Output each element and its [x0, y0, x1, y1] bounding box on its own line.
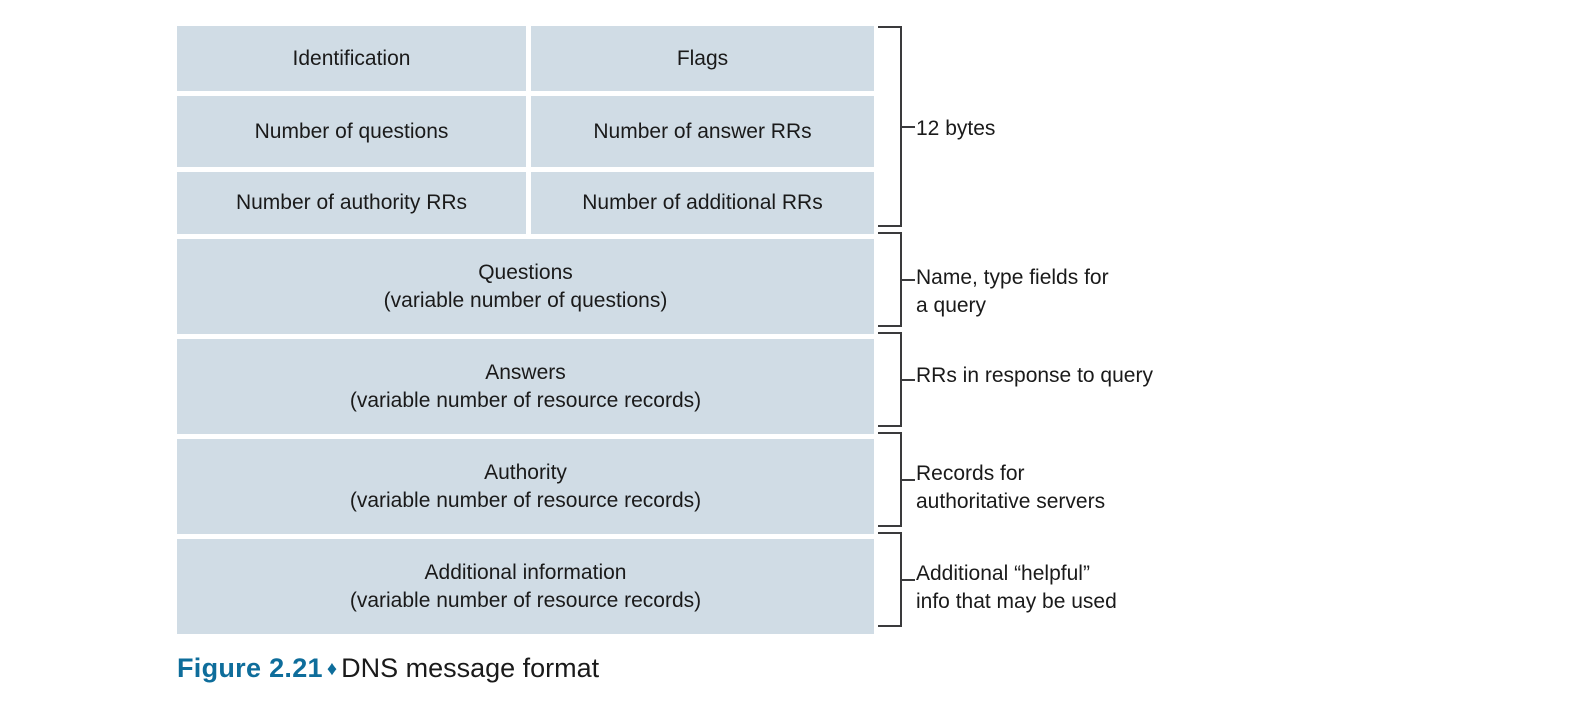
- figure-title: DNS message format: [341, 653, 600, 683]
- section-title: Questions: [478, 261, 573, 285]
- annotation-12-bytes: 12 bytes: [916, 117, 996, 140]
- section-additional-information: Additional information (variable number …: [177, 539, 874, 634]
- field-label: Identification: [292, 46, 411, 70]
- section-title: Authority: [484, 461, 567, 485]
- field-label: Number of authority RRs: [235, 191, 468, 215]
- bracket-tick: [900, 478, 915, 481]
- bracket-tick: [900, 278, 915, 281]
- annotation-records-for-authoritative-servers: Records for authoritative servers: [916, 462, 1106, 514]
- section-text: Answers (variable number of resource rec…: [342, 359, 709, 414]
- section-subtitle: (variable number of questions): [383, 288, 668, 312]
- field-number-of-additional-rrs: Number of additional RRs: [531, 172, 874, 234]
- section-subtitle: (variable number of resource records): [349, 588, 702, 612]
- bracket-questions: [878, 232, 915, 327]
- bracket-answers: [878, 332, 915, 427]
- header-row: Number of questions Number of answer RRs: [177, 96, 874, 167]
- field-number-of-questions: Number of questions: [177, 96, 526, 167]
- bracket-authority: [878, 432, 915, 527]
- bracket-additional-information: [878, 532, 915, 627]
- bracket-12-bytes: [878, 26, 915, 227]
- field-label: Number of answer RRs: [593, 119, 812, 143]
- annotation-rrs-in-response: RRs in response to query: [916, 364, 1153, 387]
- bracket-tick: [900, 125, 915, 128]
- section-subtitle: (variable number of resource records): [349, 488, 702, 512]
- section-answers: Answers (variable number of resource rec…: [177, 339, 874, 434]
- section-row: Authority (variable number of resource r…: [177, 439, 874, 534]
- section-authority: Authority (variable number of resource r…: [177, 439, 874, 534]
- section-text: Additional information (variable number …: [342, 559, 709, 614]
- bracket-tick: [900, 578, 915, 581]
- dns-message-diagram: Identification Flags Number of questions…: [177, 26, 874, 634]
- field-identification: Identification: [177, 26, 526, 91]
- header-row: Identification Flags: [177, 26, 874, 91]
- section-row: Questions (variable number of questions): [177, 239, 874, 334]
- section-row: Additional information (variable number …: [177, 539, 874, 634]
- section-title: Additional information: [424, 561, 627, 585]
- field-number-of-authority-rrs: Number of authority RRs: [177, 172, 526, 234]
- section-questions: Questions (variable number of questions): [177, 239, 874, 334]
- bracket-tick: [900, 378, 915, 381]
- section-text: Questions (variable number of questions): [376, 259, 676, 314]
- field-number-of-answer-rrs: Number of answer RRs: [531, 96, 874, 167]
- annotation-name-type-fields: Name, type fields for a query: [916, 266, 1109, 318]
- field-label: Flags: [676, 46, 729, 70]
- section-text: Authority (variable number of resource r…: [342, 459, 709, 514]
- field-label: Number of questions: [254, 119, 449, 143]
- field-flags: Flags: [531, 26, 874, 91]
- diamond-icon: ♦: [326, 658, 338, 680]
- section-row: Answers (variable number of resource rec…: [177, 339, 874, 434]
- field-label: Number of additional RRs: [582, 191, 823, 215]
- section-title: Answers: [485, 361, 566, 385]
- annotation-additional-helpful-info: Additional “helpful” info that may be us…: [916, 562, 1117, 614]
- figure-number: Figure 2.21: [177, 653, 323, 683]
- header-row: Number of authority RRs Number of additi…: [177, 172, 874, 234]
- section-subtitle: (variable number of resource records): [349, 388, 702, 412]
- figure-caption: Figure 2.21♦DNS message format: [177, 652, 599, 684]
